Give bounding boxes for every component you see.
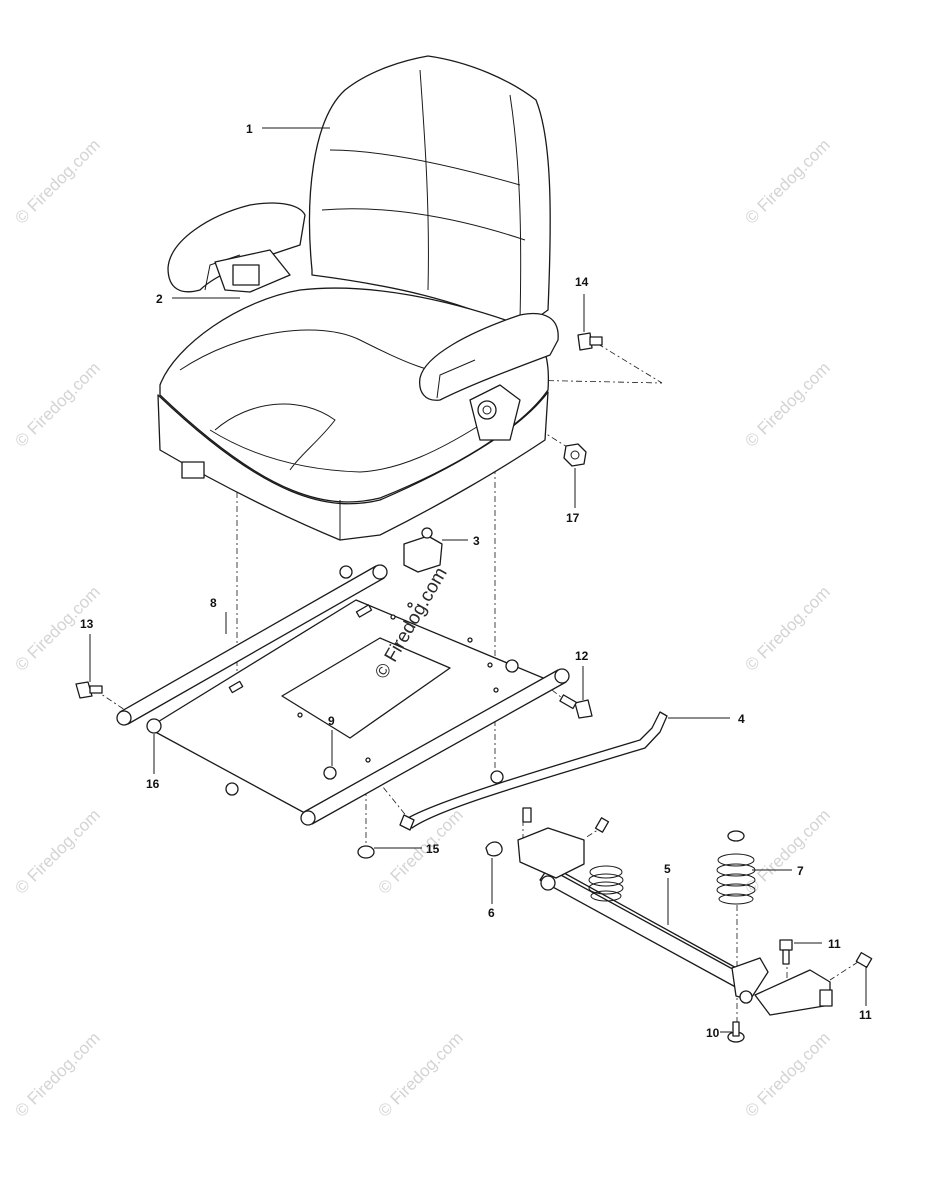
seat-frame [75,564,593,859]
seat-hardware [563,332,603,467]
callout-1: 1 [246,122,253,136]
callout-3: 3 [473,534,480,548]
callout-17: 17 [566,511,580,525]
callout-13: 13 [80,617,94,631]
callout-7: 7 [797,864,804,878]
callout-2: 2 [156,292,163,306]
watermark: © Firedog.com [741,805,833,897]
callout-12: 12 [575,649,589,663]
watermark: © Firedog.com [11,135,103,227]
watermark: © Firedog.com [741,358,833,450]
callout-4: 4 [738,712,745,726]
watermark: © Firedog.com [741,1028,833,1120]
suspension-assembly [485,807,873,1043]
watermark: © Firedog.com [11,1028,103,1120]
callout-16: 16 [146,777,160,791]
seat-assembly [157,55,559,573]
callout-11-right: 11 [859,1008,872,1022]
callout-15: 15 [426,842,440,856]
callout-6: 6 [488,906,495,920]
callout-8: 8 [210,596,217,610]
watermark: © Firedog.com [741,582,833,674]
callout-9: 9 [328,714,335,728]
leader-lines [89,127,867,1033]
watermark: © Firedog.com [11,805,103,897]
callout-5: 5 [664,862,671,876]
watermark: © Firedog.com [11,358,103,450]
watermark: © Firedog.com [741,135,833,227]
callouts: 1 2 3 4 5 6 7 8 9 10 11 11 12 13 14 15 1… [80,122,872,1040]
callout-14: 14 [575,275,589,289]
adjust-rod [399,711,668,831]
callout-10: 10 [706,1026,720,1040]
watermark: © Firedog.com [374,1028,466,1120]
callout-11-upper: 11 [828,937,841,951]
